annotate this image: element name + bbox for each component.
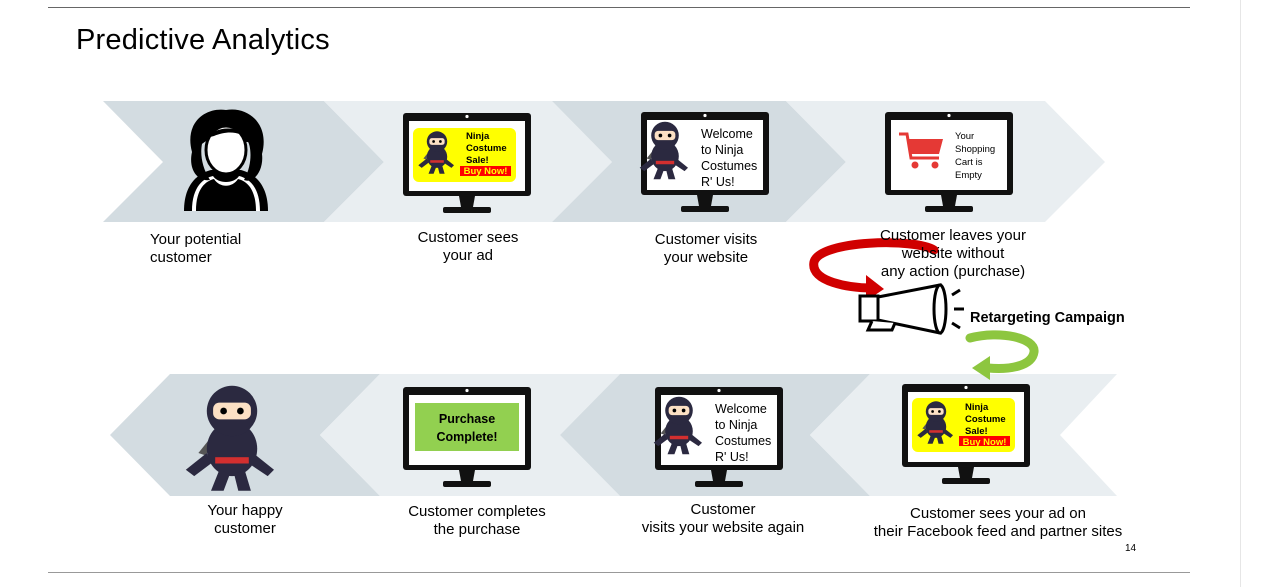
cart-text: Your Shopping Cart is Empty [955, 131, 996, 181]
ad-line1: Ninja [466, 131, 490, 142]
slide-edge [1240, 0, 1241, 587]
ad-line3: Sale! [466, 155, 489, 166]
caption-sees-ad: Customer sees your ad [417, 229, 519, 264]
ad-line2-b: Costume [965, 414, 1006, 425]
person-icon [184, 109, 268, 211]
caption-leaves-website: Customer leaves your website without any… [880, 227, 1026, 280]
cart-icon [899, 132, 943, 169]
green-circular-arrow [965, 330, 1039, 380]
ad-text-bottom: Ninja Costume Sale! [965, 402, 1015, 450]
monitor-cart [885, 112, 1013, 212]
purchase-text: Purchase Complete! [436, 412, 498, 444]
monitor-ad-bottom [902, 384, 1030, 484]
caption-visits-again: Customer visits your website again [641, 501, 805, 536]
ad-button-bottom: Buy Now! [962, 437, 1007, 448]
top-rule [48, 7, 1190, 8]
ad-line2: Costume [466, 143, 507, 154]
caption-potential-customer: Your potential customer [150, 231, 242, 266]
ad-text-top: Ninja Costume Sale! [466, 131, 516, 179]
website-text-bottom: Welcome to Ninja Costumes R' Us! [715, 402, 772, 462]
website-text-top: Welcome to Ninja Costumes R' Us! [701, 127, 758, 187]
ad-line1-b: Ninja [965, 402, 989, 413]
page-number: 14 [1125, 543, 1137, 554]
retargeting-label: Retargeting Campaign [970, 310, 1125, 326]
monitor-purchase [403, 387, 531, 487]
caption-sees-ad-facebook: Customer sees your ad on their Facebook … [873, 505, 1123, 540]
monitor-ad-top [403, 113, 531, 213]
page-title: Predictive Analytics [76, 24, 330, 56]
ad-button-top: Buy Now! [463, 166, 508, 177]
caption-visits-website: Customer visits your website [654, 231, 758, 266]
bottom-rule [48, 572, 1190, 573]
ad-line3-b: Sale! [965, 426, 988, 437]
caption-happy-customer: Your happy customer [207, 502, 283, 537]
caption-completes-purchase: Customer completes the purchase [408, 503, 546, 538]
megaphone-icon [858, 283, 964, 335]
